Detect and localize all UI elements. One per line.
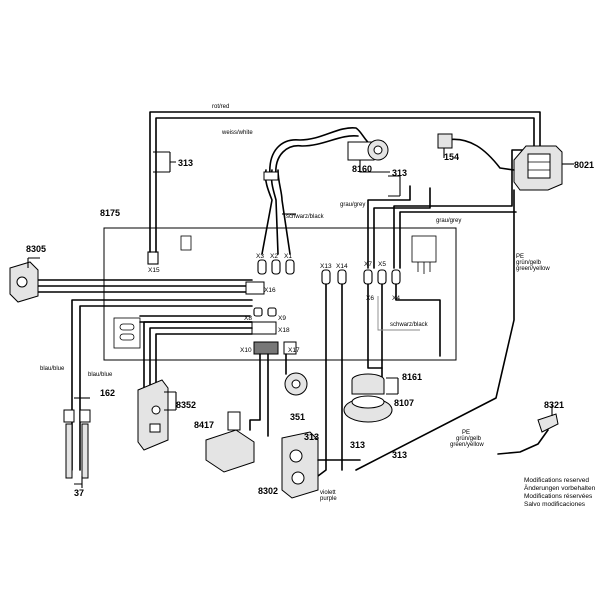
label-8107: 8107 xyxy=(394,398,414,408)
label-x5: X5 xyxy=(378,261,386,268)
label-x17: X17 xyxy=(288,347,300,354)
label-x18: X18 xyxy=(278,327,290,334)
wire-purple-label: purple xyxy=(320,496,337,502)
label-351: 351 xyxy=(290,412,305,422)
wire-pe-label-1c: green/yellow xyxy=(516,266,550,272)
earth-strap-8321 xyxy=(497,404,559,455)
label-313-c: 313 xyxy=(392,450,407,460)
switch-8021 xyxy=(513,145,574,191)
wire-pe-label-2: PE xyxy=(462,430,470,436)
module-8302 xyxy=(281,431,361,499)
wire-violet-label: violett xyxy=(320,490,336,496)
label-37: 37 xyxy=(74,488,84,498)
wire-pe-label-2b: grün/gelb xyxy=(456,436,482,442)
probes-37 xyxy=(63,397,91,488)
wire-grey-label-2: grau/grey xyxy=(436,218,461,224)
connector-154 xyxy=(437,133,515,171)
modifications-note: Modifications reserved Änderungen vorbeh… xyxy=(524,477,596,508)
wire-blue-label-2: blau/blue xyxy=(88,372,113,378)
label-8175: 8175 xyxy=(100,208,120,218)
wire-grey-label-1: grau/grey xyxy=(340,202,365,208)
connector-labels: X3 X2 X1 X13 X14 X7 X5 X6 X4 X15 X16 X8 … xyxy=(148,253,400,354)
red-white-wires xyxy=(149,111,541,253)
label-x14: X14 xyxy=(336,263,348,270)
control-board xyxy=(103,227,457,361)
note-line-3: Modifications réservées xyxy=(524,493,593,500)
label-8021: 8021 xyxy=(574,160,594,170)
label-8305: 8305 xyxy=(26,244,46,254)
wire-black-label-2: schwarz/black xyxy=(390,322,429,328)
motor-8107 xyxy=(343,373,399,423)
pcb-8352 xyxy=(137,379,177,451)
label-313-grey: 313 xyxy=(392,168,407,178)
thermostat-part xyxy=(269,127,390,177)
label-x1: X1 xyxy=(284,253,292,260)
label-x9: X9 xyxy=(278,315,286,322)
label-313-b: 313 xyxy=(350,440,365,450)
wire-red-label: rot/red xyxy=(212,104,229,110)
wire-white-label: weiss/white xyxy=(221,130,253,136)
wire-pe-label-1b: grün/gelb xyxy=(516,260,542,266)
label-x8: X8 xyxy=(244,315,252,322)
part-labels: 313 8160 313 154 8021 8175 8305 162 8352… xyxy=(26,152,594,498)
label-x10: X10 xyxy=(240,347,252,354)
note-line-2: Änderungen vorbehalten xyxy=(524,484,596,492)
part-351 xyxy=(284,353,308,396)
label-8417: 8417 xyxy=(194,420,214,430)
relay-harness xyxy=(261,169,296,255)
label-x16: X16 xyxy=(264,287,276,294)
lower-wires xyxy=(317,283,441,477)
grey-wires xyxy=(367,149,527,269)
label-x7: X7 xyxy=(364,261,372,268)
label-x13: X13 xyxy=(320,263,332,270)
label-313-a: 313 xyxy=(304,432,319,442)
plug-8305-harness xyxy=(9,257,265,303)
label-313-left: 313 xyxy=(178,158,193,168)
label-x15: X15 xyxy=(148,267,160,274)
note-line-4: Salvo modificaciones xyxy=(524,501,586,508)
label-x4: X4 xyxy=(392,295,400,302)
label-x2: X2 xyxy=(270,253,278,260)
label-8302: 8302 xyxy=(258,486,278,496)
label-8161: 8161 xyxy=(402,372,422,382)
label-154: 154 xyxy=(444,152,459,162)
note-line-1: Modifications reserved xyxy=(524,477,589,484)
label-8352: 8352 xyxy=(176,400,196,410)
wire-color-labels: rot/red weiss/white schwarz/black grau/g… xyxy=(40,104,550,502)
wire-pe-label-1: PE xyxy=(516,254,524,260)
label-8160: 8160 xyxy=(352,164,372,174)
pump-8417 xyxy=(205,353,269,473)
label-162: 162 xyxy=(100,388,115,398)
wire-blue-label-1: blau/blue xyxy=(40,366,65,372)
label-x3: X3 xyxy=(256,253,264,260)
wire-black-label-1: schwarz/black xyxy=(286,214,325,220)
wire-pe-label-2c: green/yellow xyxy=(450,442,484,448)
label-x6: X6 xyxy=(366,295,374,302)
label-8321: 8321 xyxy=(544,400,564,410)
